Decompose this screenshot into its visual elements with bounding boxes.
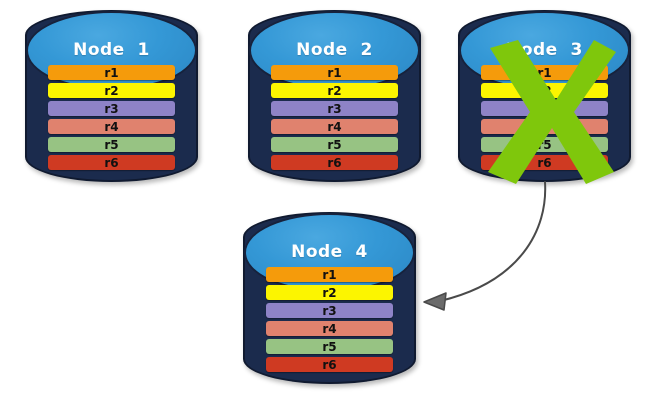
node-3-row-r2: r2: [481, 83, 608, 98]
node-2-row-r4: r4: [271, 119, 398, 134]
node-2-row-r6: r6: [271, 155, 398, 170]
node-3-row-r1: r1: [481, 65, 608, 80]
node-3-row-r5: r5: [481, 137, 608, 152]
node-2-rows: r1 r2 r3 r4 r5 r6: [271, 65, 398, 170]
node-2[interactable]: Node 2 r1 r2 r3 r4 r5 r6: [248, 10, 421, 182]
node-4-row-r3: r3: [266, 303, 393, 318]
node-2-row-r5: r5: [271, 137, 398, 152]
node-4-row-r4: r4: [266, 321, 393, 336]
node-3-row-r3: r3: [481, 101, 608, 116]
node-2-row-r2: r2: [271, 83, 398, 98]
node-2-row-r3: r3: [271, 101, 398, 116]
node-1-row-r4: r4: [48, 119, 175, 134]
node-1-row-r6: r6: [48, 155, 175, 170]
node-4-rows: r1 r2 r3 r4 r5 r6: [266, 267, 393, 372]
node-4[interactable]: Node 4 r1 r2 r3 r4 r5 r6: [243, 212, 416, 384]
arrow-node3-to-node4: [423, 181, 547, 311]
node-1-row-r5: r5: [48, 137, 175, 152]
node-2-row-r1: r1: [271, 65, 398, 80]
node-1-row-r3: r3: [48, 101, 175, 116]
node-4-row-r1: r1: [266, 267, 393, 282]
node-1-row-r1: r1: [48, 65, 175, 80]
node-4-row-r6: r6: [266, 357, 393, 372]
node-3-row-r6: r6: [481, 155, 608, 170]
node-4-row-r5: r5: [266, 339, 393, 354]
node-1-rows: r1 r2 r3 r4 r5 r6: [48, 65, 175, 170]
node-1-row-r2: r2: [48, 83, 175, 98]
node-1[interactable]: Node 1 r1 r2 r3 r4 r5 r6: [25, 10, 198, 182]
node-3[interactable]: Node 3 r1 r2 r3 r4 r5 r6: [458, 10, 631, 182]
node-3-row-r4: r4: [481, 119, 608, 134]
node-3-rows: r1 r2 r3 r4 r5 r6: [481, 65, 608, 170]
node-4-row-r2: r2: [266, 285, 393, 300]
